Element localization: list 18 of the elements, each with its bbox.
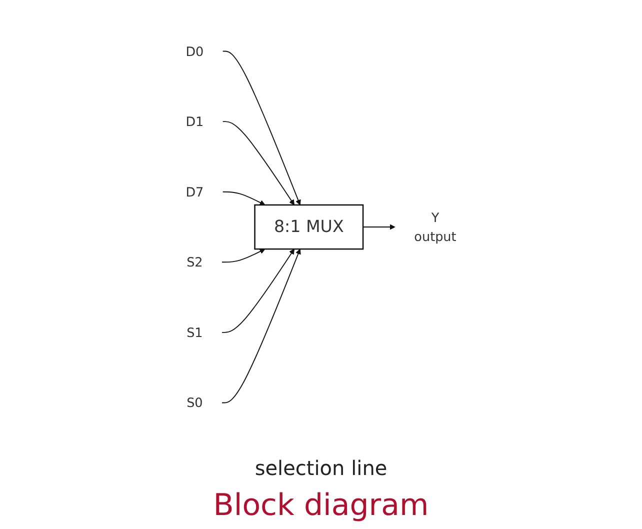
annotation-text: selection line — [254, 456, 388, 480]
node-text: Y — [431, 210, 440, 226]
node-box: 8:1 MUX — [254, 204, 364, 250]
arrow — [222, 248, 301, 404]
arrow — [362, 224, 396, 230]
node-text: S1 — [186, 324, 203, 340]
node-text: S0 — [186, 395, 203, 410]
arrow — [222, 248, 294, 333]
arrow — [222, 191, 266, 206]
caption: Block diagram — [213, 488, 429, 523]
arrow — [222, 50, 301, 206]
node-text: D7 — [186, 184, 204, 200]
node-text: D0 — [186, 44, 204, 59]
node-text: S2 — [186, 254, 203, 270]
arrow — [222, 121, 294, 206]
node-label: output — [414, 228, 456, 244]
node-text: D1 — [186, 114, 204, 130]
arrow — [222, 248, 266, 263]
